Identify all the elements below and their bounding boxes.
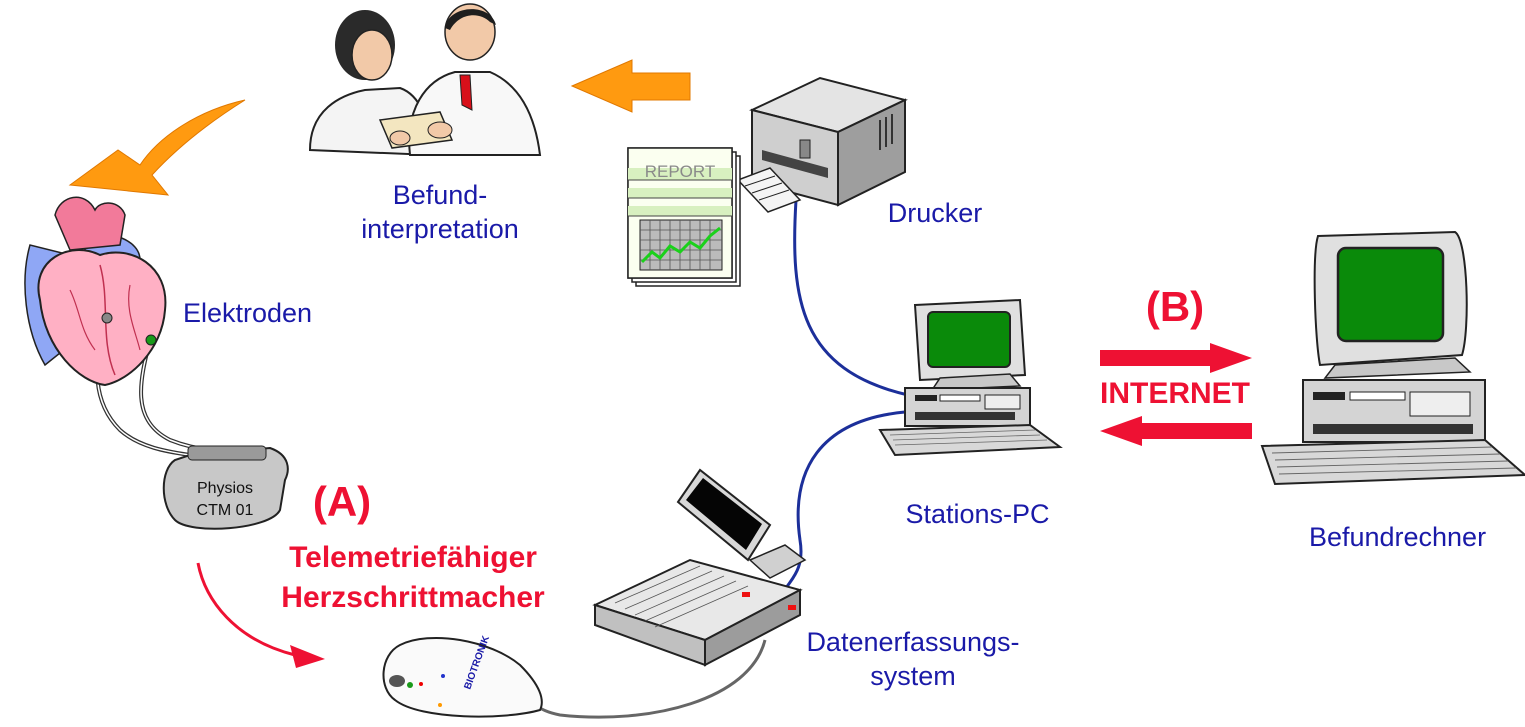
- report-title: REPORT: [645, 162, 716, 181]
- pacemaker-lead: [139, 339, 251, 454]
- printer-icon: [736, 76, 908, 213]
- label-drucker: Drucker: [887, 198, 983, 228]
- befundrechner-pc-icon: [1260, 230, 1525, 486]
- marker-b: (B): [1145, 283, 1205, 330]
- orange-arrow-left: [570, 59, 691, 113]
- programmer-head-icon: BIOTRONIK: [382, 634, 543, 718]
- label-befund-line1: Befund-: [392, 180, 488, 210]
- pacemaker-model-line2: CTM 01: [197, 502, 254, 519]
- label-datenerfassung-line1: Datenerfassungs-: [806, 627, 1020, 657]
- internet-arrow-left: [1100, 416, 1252, 446]
- pacemaker-model-line1: Physios: [197, 480, 253, 497]
- pacemaker-device: Physios CTM 01: [162, 445, 289, 530]
- label-elektroden: Elektroden: [182, 298, 313, 328]
- laptop-icon: [592, 468, 807, 667]
- label-stations-pc: Stations-PC: [905, 499, 1050, 529]
- stations-pc-icon: [878, 298, 1063, 457]
- label-datenerfassung-line2: system: [870, 661, 956, 691]
- laptop-cable: [783, 410, 906, 591]
- label-befund-line2: interpretation: [361, 214, 519, 244]
- marker-a: (A): [312, 478, 372, 525]
- printer-cable: [793, 199, 909, 397]
- label-pacemaker: Telemetriefähiger Herzschrittmacher: [238, 538, 588, 618]
- label-befundrechner: Befundrechner: [1308, 522, 1487, 552]
- telemetry-arrow: [196, 562, 325, 668]
- internet-arrow-right: [1100, 343, 1252, 373]
- report-document: REPORT: [627, 147, 741, 287]
- doctors-illustration: [308, 3, 542, 157]
- heart-illustration: [24, 196, 167, 387]
- label-datenerfassungssystem: Datenerfassungs- system: [778, 625, 1048, 693]
- label-pacemaker-line2: Herzschrittmacher: [281, 581, 545, 614]
- pacemaker-lead: [140, 339, 251, 453]
- label-befund-interpretation: Befund- interpretation: [340, 178, 540, 246]
- label-internet: INTERNET: [1100, 377, 1250, 410]
- orange-curved-arrow: [68, 99, 246, 196]
- programmer-cable: [534, 639, 767, 719]
- label-pacemaker-line1: Telemetriefähiger: [289, 541, 537, 574]
